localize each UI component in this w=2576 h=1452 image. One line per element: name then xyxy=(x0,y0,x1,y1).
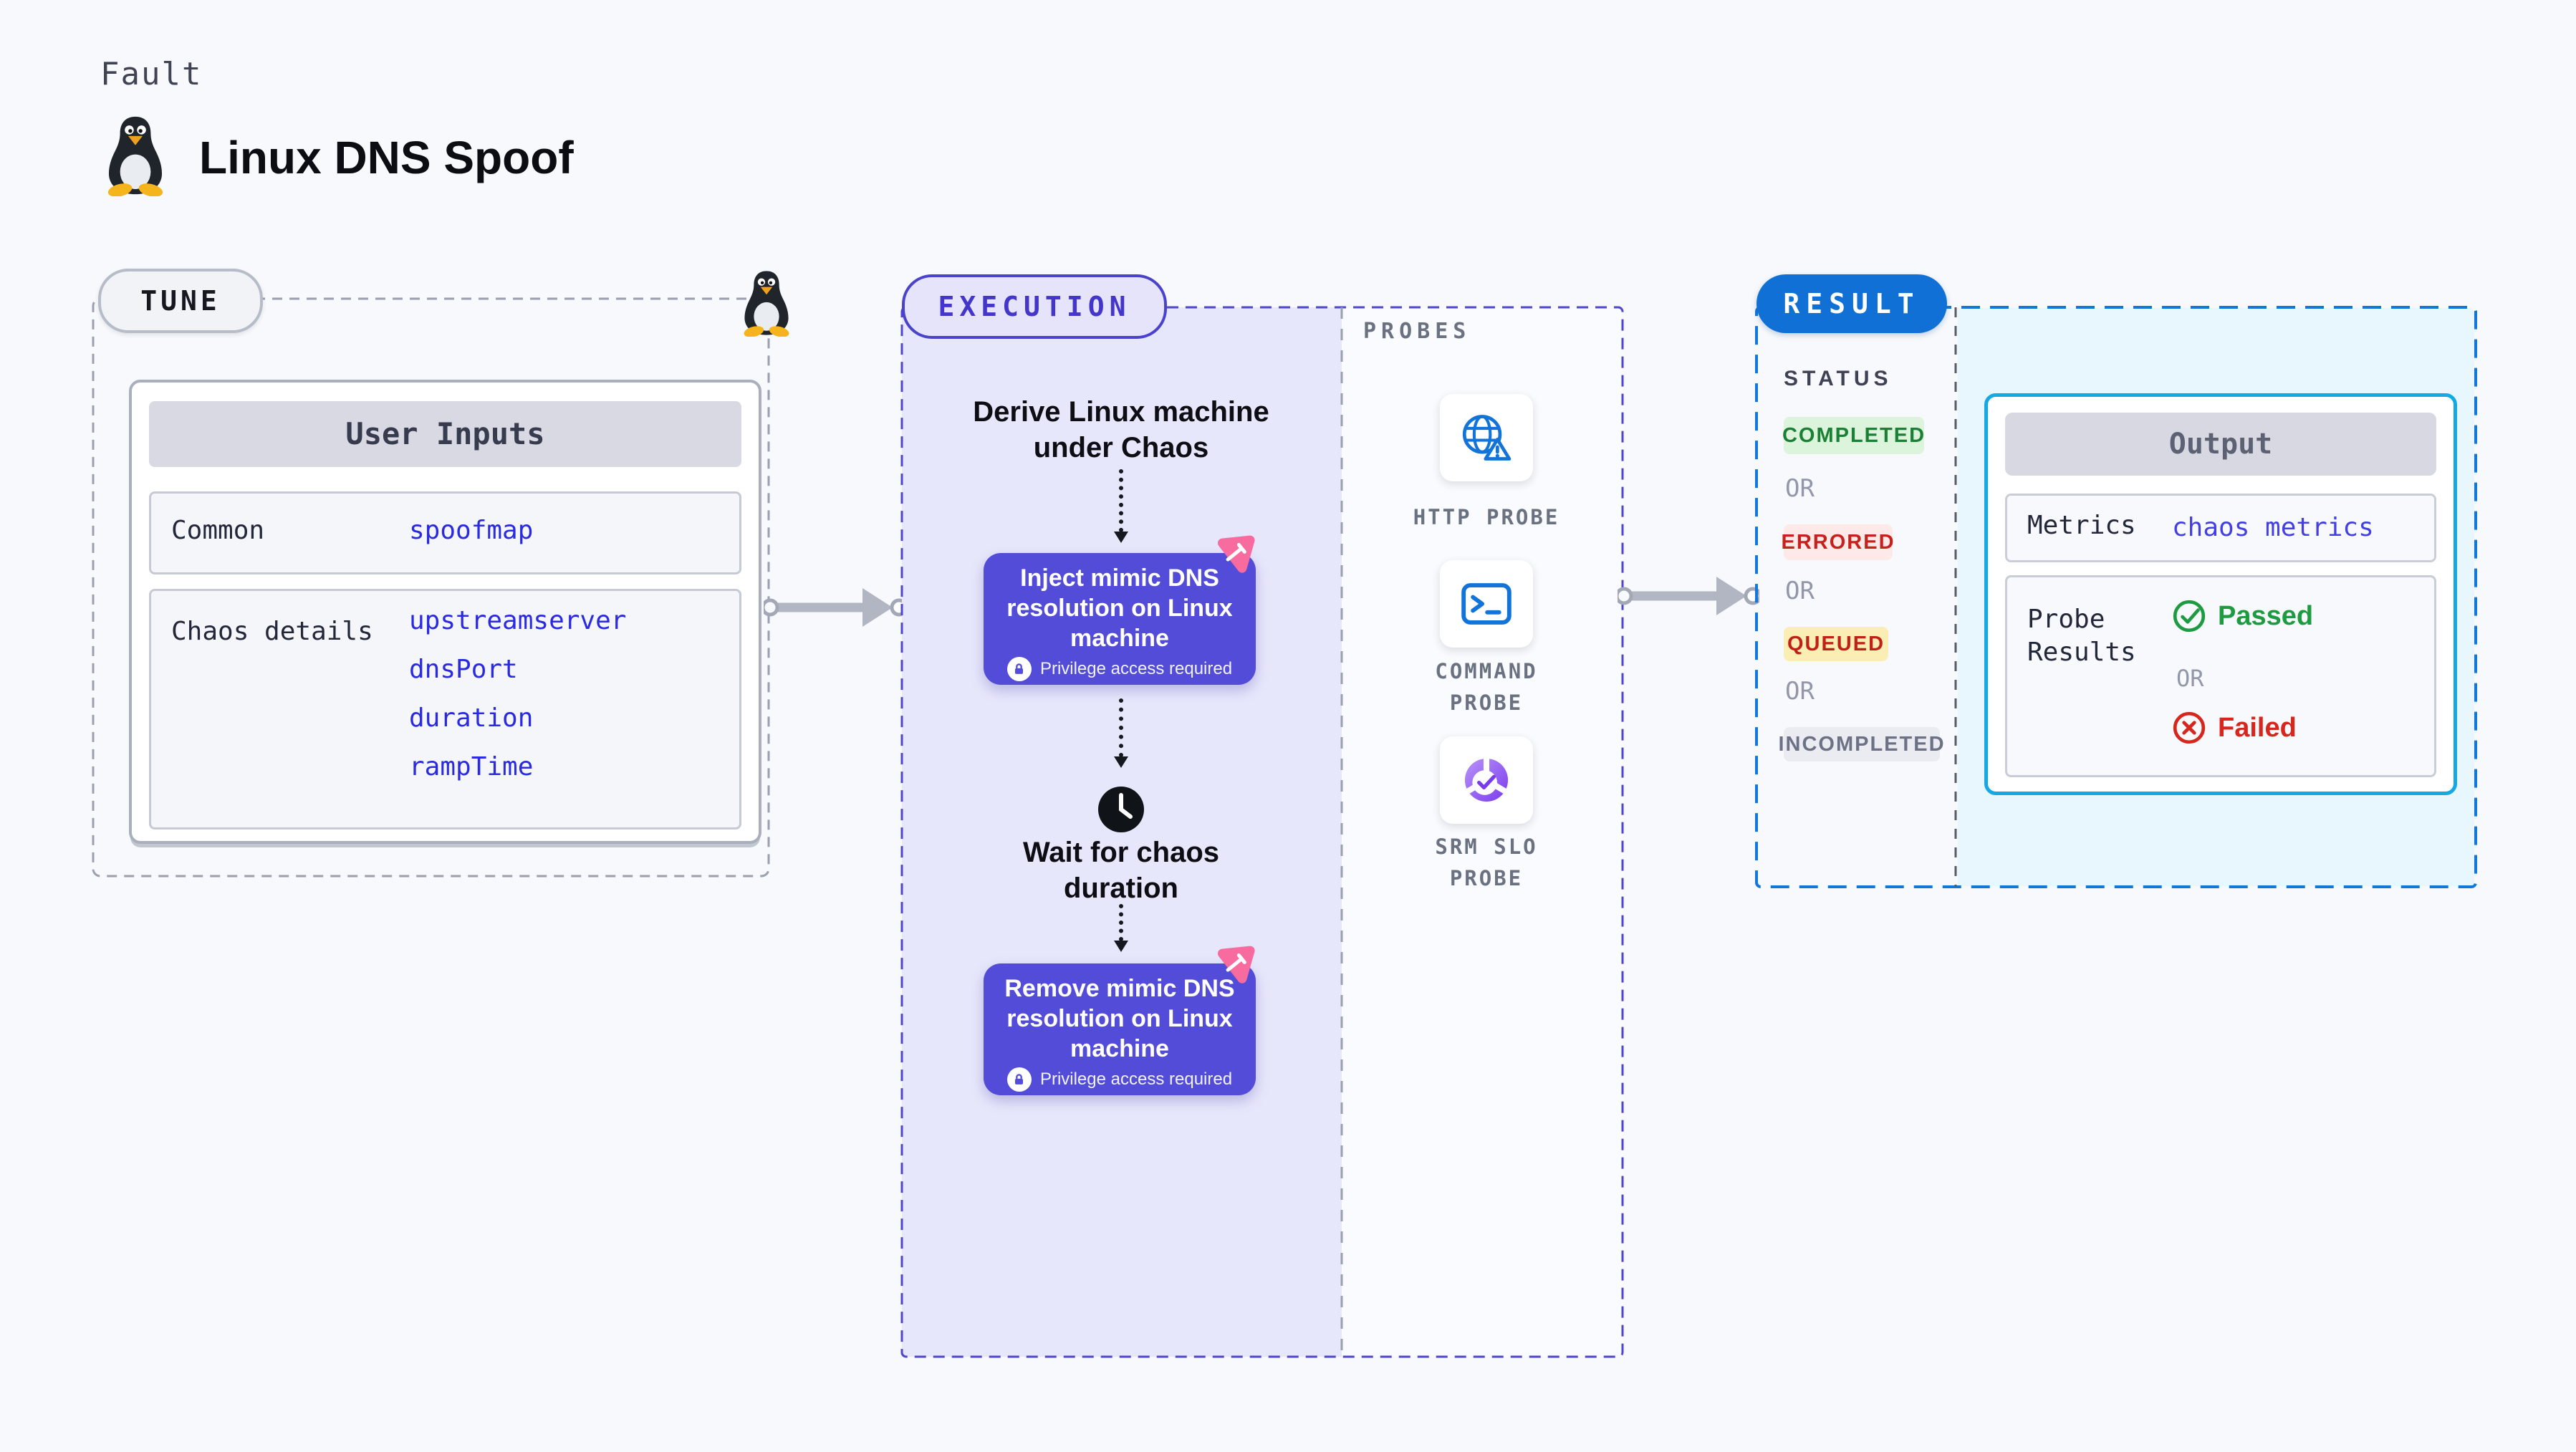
result-pill-label: RESULT xyxy=(1783,288,1921,319)
terminal-icon xyxy=(1461,583,1512,625)
status-badge-errored: ERRORED xyxy=(1782,524,1894,560)
result-box-border xyxy=(1755,306,2477,888)
page-kicker: Fault xyxy=(100,56,203,92)
user-inputs-title: User Inputs xyxy=(149,401,741,467)
input-value: dnsPort xyxy=(409,655,518,684)
input-row-label: Chaos details xyxy=(171,617,373,646)
passed-text: Passed xyxy=(2218,600,2314,631)
flow-connector-arrowhead xyxy=(1114,532,1128,543)
step-derive-text: Derive Linux machine under Chaos xyxy=(973,396,1269,463)
output-row-metrics: Metrics chaos metrics xyxy=(2005,494,2436,562)
tune-box-border xyxy=(92,297,770,878)
flow-connector-arrowhead xyxy=(1114,756,1128,768)
output-card: Output Metrics chaos metrics Probe Resul… xyxy=(1984,393,2457,795)
input-value: upstreamserver xyxy=(409,606,627,635)
command-probe-card xyxy=(1440,560,1533,648)
flow-connector xyxy=(1119,698,1123,757)
flow-arrow-tune-to-execution xyxy=(764,588,905,627)
lock-icon xyxy=(1006,657,1032,681)
flow-connector xyxy=(1119,904,1123,941)
chaos-badge-icon xyxy=(1217,946,1255,984)
lock-icon xyxy=(1006,1067,1032,1092)
probe-results-label: Probe Results xyxy=(2027,605,2136,667)
user-inputs-card: User Inputs Common spoofmap Chaos detail… xyxy=(129,380,761,844)
result-pill: RESULT xyxy=(1756,274,1947,333)
result-status-divider xyxy=(1954,307,1957,887)
probe-result-passed: Passed xyxy=(2172,599,2313,633)
step-inject-box: Inject mimic DNS resolution on Linux mac… xyxy=(984,553,1256,685)
probe-result-failed: Failed xyxy=(2172,711,2297,745)
step-wait-text: Wait for chaos duration xyxy=(1022,837,1220,904)
or-separator: OR xyxy=(2176,665,2204,692)
privilege-note: Privilege access required xyxy=(984,1067,1256,1092)
input-value: spoofmap xyxy=(409,516,534,545)
or-separator: OR xyxy=(1785,677,1815,706)
execution-pill: EXECUTION xyxy=(902,274,1167,339)
input-row-common: Common spoofmap xyxy=(149,491,741,574)
x-circle-icon xyxy=(2173,711,2206,744)
privilege-note-text: Privilege access required xyxy=(1039,659,1233,678)
flow-connector xyxy=(1119,469,1123,532)
execution-probes-divider xyxy=(1340,307,1343,1357)
output-title: Output xyxy=(2005,413,2436,476)
tux-penguin-icon xyxy=(107,116,163,196)
status-badge-queued: QUEUED xyxy=(1784,627,1888,661)
http-probe-card xyxy=(1440,394,1533,481)
step-inject-text: Inject mimic DNS resolution on Linux mac… xyxy=(1006,564,1233,652)
input-value: duration xyxy=(409,703,534,733)
input-row-chaos-details: Chaos details upstreamserver dnsPort dur… xyxy=(149,589,741,830)
metrics-value: chaos metrics xyxy=(2172,513,2374,542)
execution-pill-label: EXECUTION xyxy=(938,291,1131,322)
tune-pill-label: TUNE xyxy=(140,285,221,317)
metrics-label: Metrics xyxy=(2027,511,2136,540)
status-heading: STATUS xyxy=(1784,367,1893,390)
slo-donut-icon xyxy=(1464,756,1509,802)
page-title: Linux DNS Spoof xyxy=(199,132,574,183)
chaos-badge-icon xyxy=(1217,535,1255,573)
output-row-probe-results: Probe Results Passed OR Failed xyxy=(2005,575,2436,777)
flow-arrow-execution-to-result xyxy=(1618,577,1759,615)
step-remove-text: Remove mimic DNS resolution on Linux mac… xyxy=(1004,975,1235,1062)
execution-box-border xyxy=(900,306,1624,1358)
status-badge-incompleted: INCOMPLETED xyxy=(1778,727,1944,761)
step-remove-box: Remove mimic DNS resolution on Linux mac… xyxy=(984,963,1256,1095)
globe-alert-icon xyxy=(1462,415,1512,461)
flow-connector-arrowhead xyxy=(1114,941,1128,952)
status-badge-completed: COMPLETED xyxy=(1782,417,1924,454)
probe-label-srm-slo: SRM SLO PROBE xyxy=(1435,835,1538,890)
probe-label-http: HTTP PROBE xyxy=(1413,505,1560,529)
privilege-note-text: Privilege access required xyxy=(1039,1069,1233,1089)
privilege-note: Privilege access required xyxy=(984,657,1256,681)
or-separator: OR xyxy=(1785,577,1815,605)
input-row-label: Common xyxy=(171,516,265,545)
or-separator: OR xyxy=(1785,474,1815,503)
failed-text: Failed xyxy=(2218,712,2297,743)
probes-background xyxy=(1342,307,1623,1357)
check-circle-icon xyxy=(2173,600,2206,633)
probes-label: PROBES xyxy=(1363,319,1471,344)
srm-slo-probe-card xyxy=(1440,736,1533,824)
probe-label-command: COMMAND PROBE xyxy=(1435,659,1538,715)
tux-penguin-small-icon xyxy=(744,271,789,337)
wait-clock-icon xyxy=(1098,787,1144,832)
tune-pill: TUNE xyxy=(98,269,263,333)
input-value: rampTime xyxy=(409,752,534,782)
